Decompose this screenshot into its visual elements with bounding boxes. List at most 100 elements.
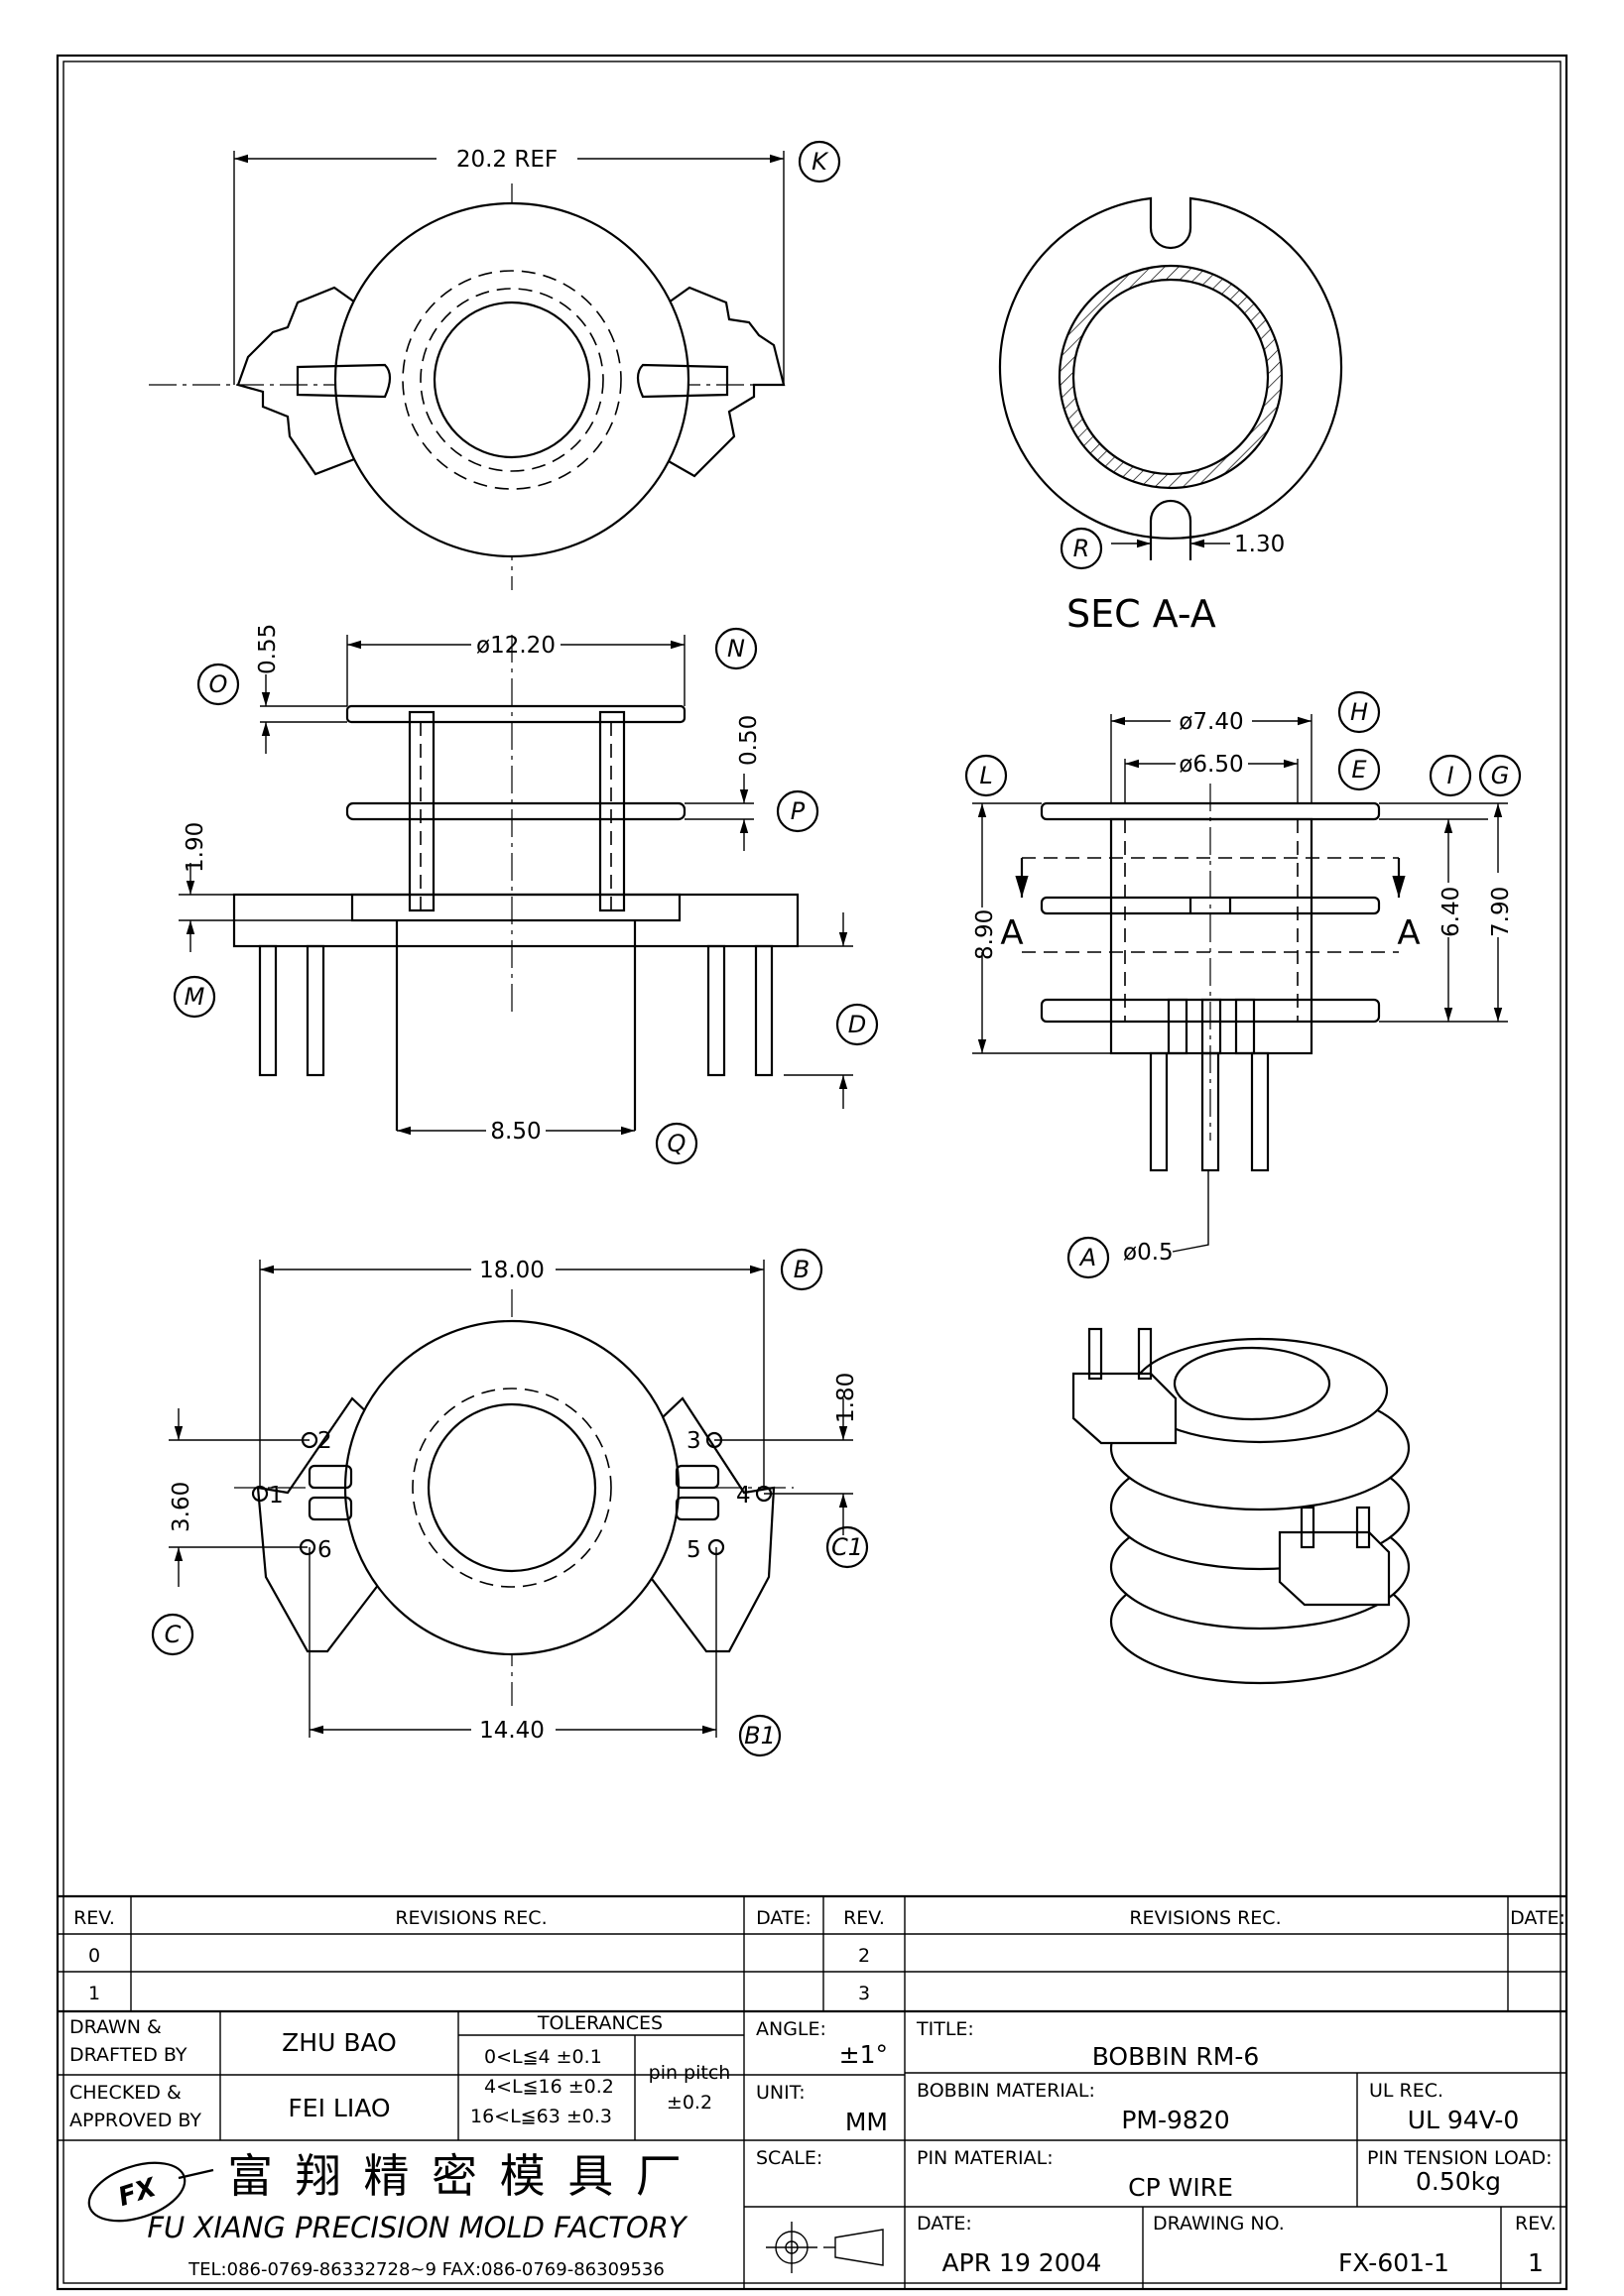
bubble-L: L	[979, 762, 992, 789]
bubble-H: H	[1350, 698, 1368, 726]
rev-header-left: REV.	[73, 1907, 115, 1929]
pin-label-4: 4	[736, 1483, 751, 1509]
tol-row-2: 4<L≦16 ±0.2	[484, 2076, 614, 2098]
company-name-cn: 富 翔 精 密 模 具 厂	[227, 2149, 686, 2203]
unit-value: MM	[845, 2108, 888, 2136]
unit-label: UNIT:	[756, 2082, 806, 2104]
bubble-E: E	[1351, 756, 1367, 784]
tolerances-header: TOLERANCES	[537, 2012, 663, 2034]
bubble-Q: Q	[668, 1130, 687, 1157]
checked-label-2: APPROVED BY	[69, 2110, 201, 2131]
rev-row-2: 2	[858, 1945, 870, 1967]
dim-height-a: 6.40	[1438, 887, 1464, 937]
title-label: TITLE:	[916, 2018, 974, 2040]
dim-mid-flange: 0.50	[736, 715, 762, 766]
company-name-en: FU XIANG PRECISION MOLD FACTORY	[147, 2211, 688, 2244]
section-label: SEC A-A	[1066, 592, 1216, 636]
angle-label: ANGLE:	[756, 2018, 826, 2040]
bobbin-material-label: BOBBIN MATERIAL:	[917, 2080, 1095, 2102]
bubble-labels: K N O P M D Q B C C1 B1 R H E L I G A	[151, 140, 1522, 1757]
outer-border	[56, 54, 1568, 2291]
inner-border	[62, 60, 1562, 2284]
date-label: DATE:	[917, 2213, 972, 2235]
title-block: REV. REVISIONS REC. DATE: REV. REVISIONS…	[58, 1894, 1566, 2289]
dim-base-height: 1.90	[183, 822, 208, 873]
rev-label: REV.	[1515, 2213, 1557, 2235]
pin-label-6: 6	[317, 1537, 332, 1563]
pin-label-5: 5	[687, 1537, 701, 1563]
dim-flange-diameter: ø12.20	[476, 633, 556, 659]
drawing-no-label: DRAWING NO.	[1153, 2213, 1285, 2235]
tol-row-3: 16<L≦63 ±0.3	[470, 2106, 612, 2127]
top-view-ref: 20.2 REF	[149, 147, 786, 590]
front-view: ø12.20 0.55 0.50 1.90 8.50	[179, 624, 853, 1145]
dim-pin-vertical-outer: 3.60	[169, 1482, 194, 1532]
pin-tension-label: PIN TENSION LOAD:	[1367, 2147, 1553, 2169]
pin-tension-value: 0.50kg	[1416, 2167, 1501, 2196]
bubble-C1: C1	[831, 1533, 863, 1561]
pin-material-value: CP WIRE	[1128, 2173, 1233, 2202]
bubble-M: M	[185, 983, 205, 1011]
bubble-C: C	[165, 1621, 182, 1648]
svg-text:FX: FX	[115, 2172, 162, 2213]
bubble-B1: B1	[744, 1722, 776, 1750]
bubble-D: D	[848, 1011, 866, 1038]
ul-rec-label: UL REC.	[1369, 2080, 1443, 2102]
dim-pin-row-width: 18.00	[479, 1258, 545, 1283]
dim-flange-thickness: 0.55	[255, 624, 281, 674]
date-header-right: DATE:	[1510, 1907, 1565, 1929]
bubble-O: O	[209, 670, 228, 698]
title-value: BOBBIN RM-6	[1092, 2042, 1260, 2071]
pin-pitch-label: pin pitch	[649, 2062, 731, 2084]
revisions-header-right: REVISIONS REC.	[1129, 1907, 1281, 1929]
drawn-label-2: DRAFTED BY	[69, 2044, 187, 2066]
date-value: APR 19 2004	[942, 2248, 1102, 2277]
pin-label-1: 1	[269, 1483, 284, 1509]
checked-label-1: CHECKED &	[69, 2082, 182, 2104]
checked-by: FEI LIAO	[288, 2094, 390, 2122]
dim-pin-diameter: ø0.5	[1123, 1240, 1174, 1266]
date-header-left: DATE:	[756, 1907, 812, 1929]
bubble-B: B	[794, 1256, 810, 1283]
bobbin-material-value: PM-9820	[1121, 2106, 1229, 2134]
pin-material-label: PIN MATERIAL:	[917, 2147, 1054, 2169]
drawn-by: ZHU BAO	[282, 2028, 397, 2057]
revisions-header-left: REVISIONS REC.	[395, 1907, 547, 1929]
bottom-view: 1 2 3 4 5 6 18.00 14.40 1.80 3.60	[169, 1258, 859, 1744]
projection-symbol	[766, 2222, 884, 2273]
dim-ref-width: 20.2 REF	[456, 147, 558, 173]
rev-row-3: 3	[858, 1983, 870, 2004]
dim-outer-diameter: ø7.40	[1179, 709, 1243, 735]
rev-value: 1	[1528, 2248, 1544, 2277]
drawn-label-1: DRAWN &	[69, 2016, 162, 2038]
dim-pin-spacing: 14.40	[479, 1718, 545, 1744]
rev-header-right: REV.	[843, 1907, 885, 1929]
tol-row-1: 0<L≦4 ±0.1	[484, 2046, 602, 2068]
rev-row-0: 0	[88, 1945, 100, 1967]
company-contact: TEL:086-0769-86332728~9 FAX:086-0769-863…	[187, 2259, 665, 2280]
section-arrow-left: A	[1000, 913, 1023, 953]
side-view: ø7.40 ø6.50 8.90 6.40 7.90 A A ø0.5	[972, 709, 1514, 1266]
bubble-K: K	[812, 148, 829, 176]
dim-base-inner: 8.50	[490, 1119, 541, 1145]
bubble-A: A	[1078, 1244, 1096, 1271]
bubble-R: R	[1073, 535, 1090, 562]
section-arrow-right: A	[1397, 913, 1420, 953]
isometric-view	[1071, 1327, 1411, 1685]
drawing-no-value: FX-601-1	[1338, 2248, 1449, 2277]
dim-height-total: 8.90	[972, 909, 998, 960]
bubble-I: I	[1446, 762, 1453, 789]
dim-slot-width: 1.30	[1234, 532, 1285, 557]
angle-value: ±1°	[839, 2040, 888, 2069]
bubble-P: P	[791, 797, 806, 825]
bubble-G: G	[1491, 762, 1510, 789]
pin-label-3: 3	[687, 1428, 701, 1454]
section-view: 1.30 SEC A-A	[998, 196, 1343, 636]
ul-rec-value: UL 94V-0	[1408, 2106, 1520, 2134]
dim-height-b: 7.90	[1488, 887, 1514, 937]
dim-inner-diameter: ø6.50	[1179, 752, 1243, 778]
pin-label-2: 2	[317, 1428, 332, 1454]
pin-pitch-value: ±0.2	[667, 2092, 712, 2114]
bubble-N: N	[727, 635, 745, 663]
